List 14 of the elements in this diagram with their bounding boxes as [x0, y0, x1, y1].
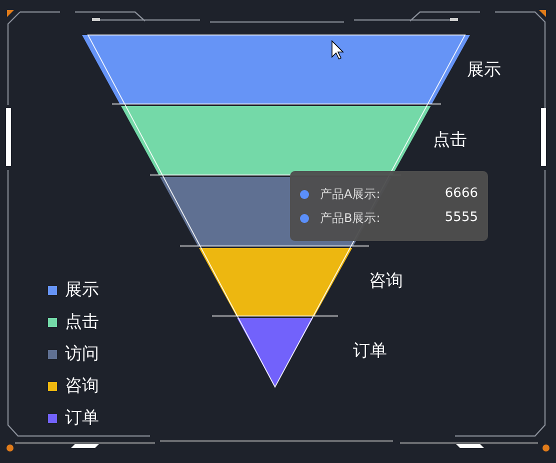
funnel-label: 咨询 [369, 271, 403, 291]
legend-label: 点击 [65, 312, 99, 332]
tooltip-label: 产品B展示: [320, 210, 380, 226]
funnel-label: 展示 [467, 60, 501, 80]
tooltip-label: 产品A展示: [320, 186, 380, 202]
tooltip-value: 6666 [444, 186, 478, 202]
funnel-label: 点击 [433, 130, 467, 150]
tooltip-value: 5555 [444, 210, 478, 226]
legend-label: 展示 [65, 280, 99, 300]
legend-label: 访问 [65, 344, 99, 364]
legend-label: 咨询 [65, 376, 99, 396]
tooltip [290, 171, 488, 241]
funnel-label: 订单 [353, 341, 387, 361]
legend-label: 订单 [65, 408, 99, 428]
